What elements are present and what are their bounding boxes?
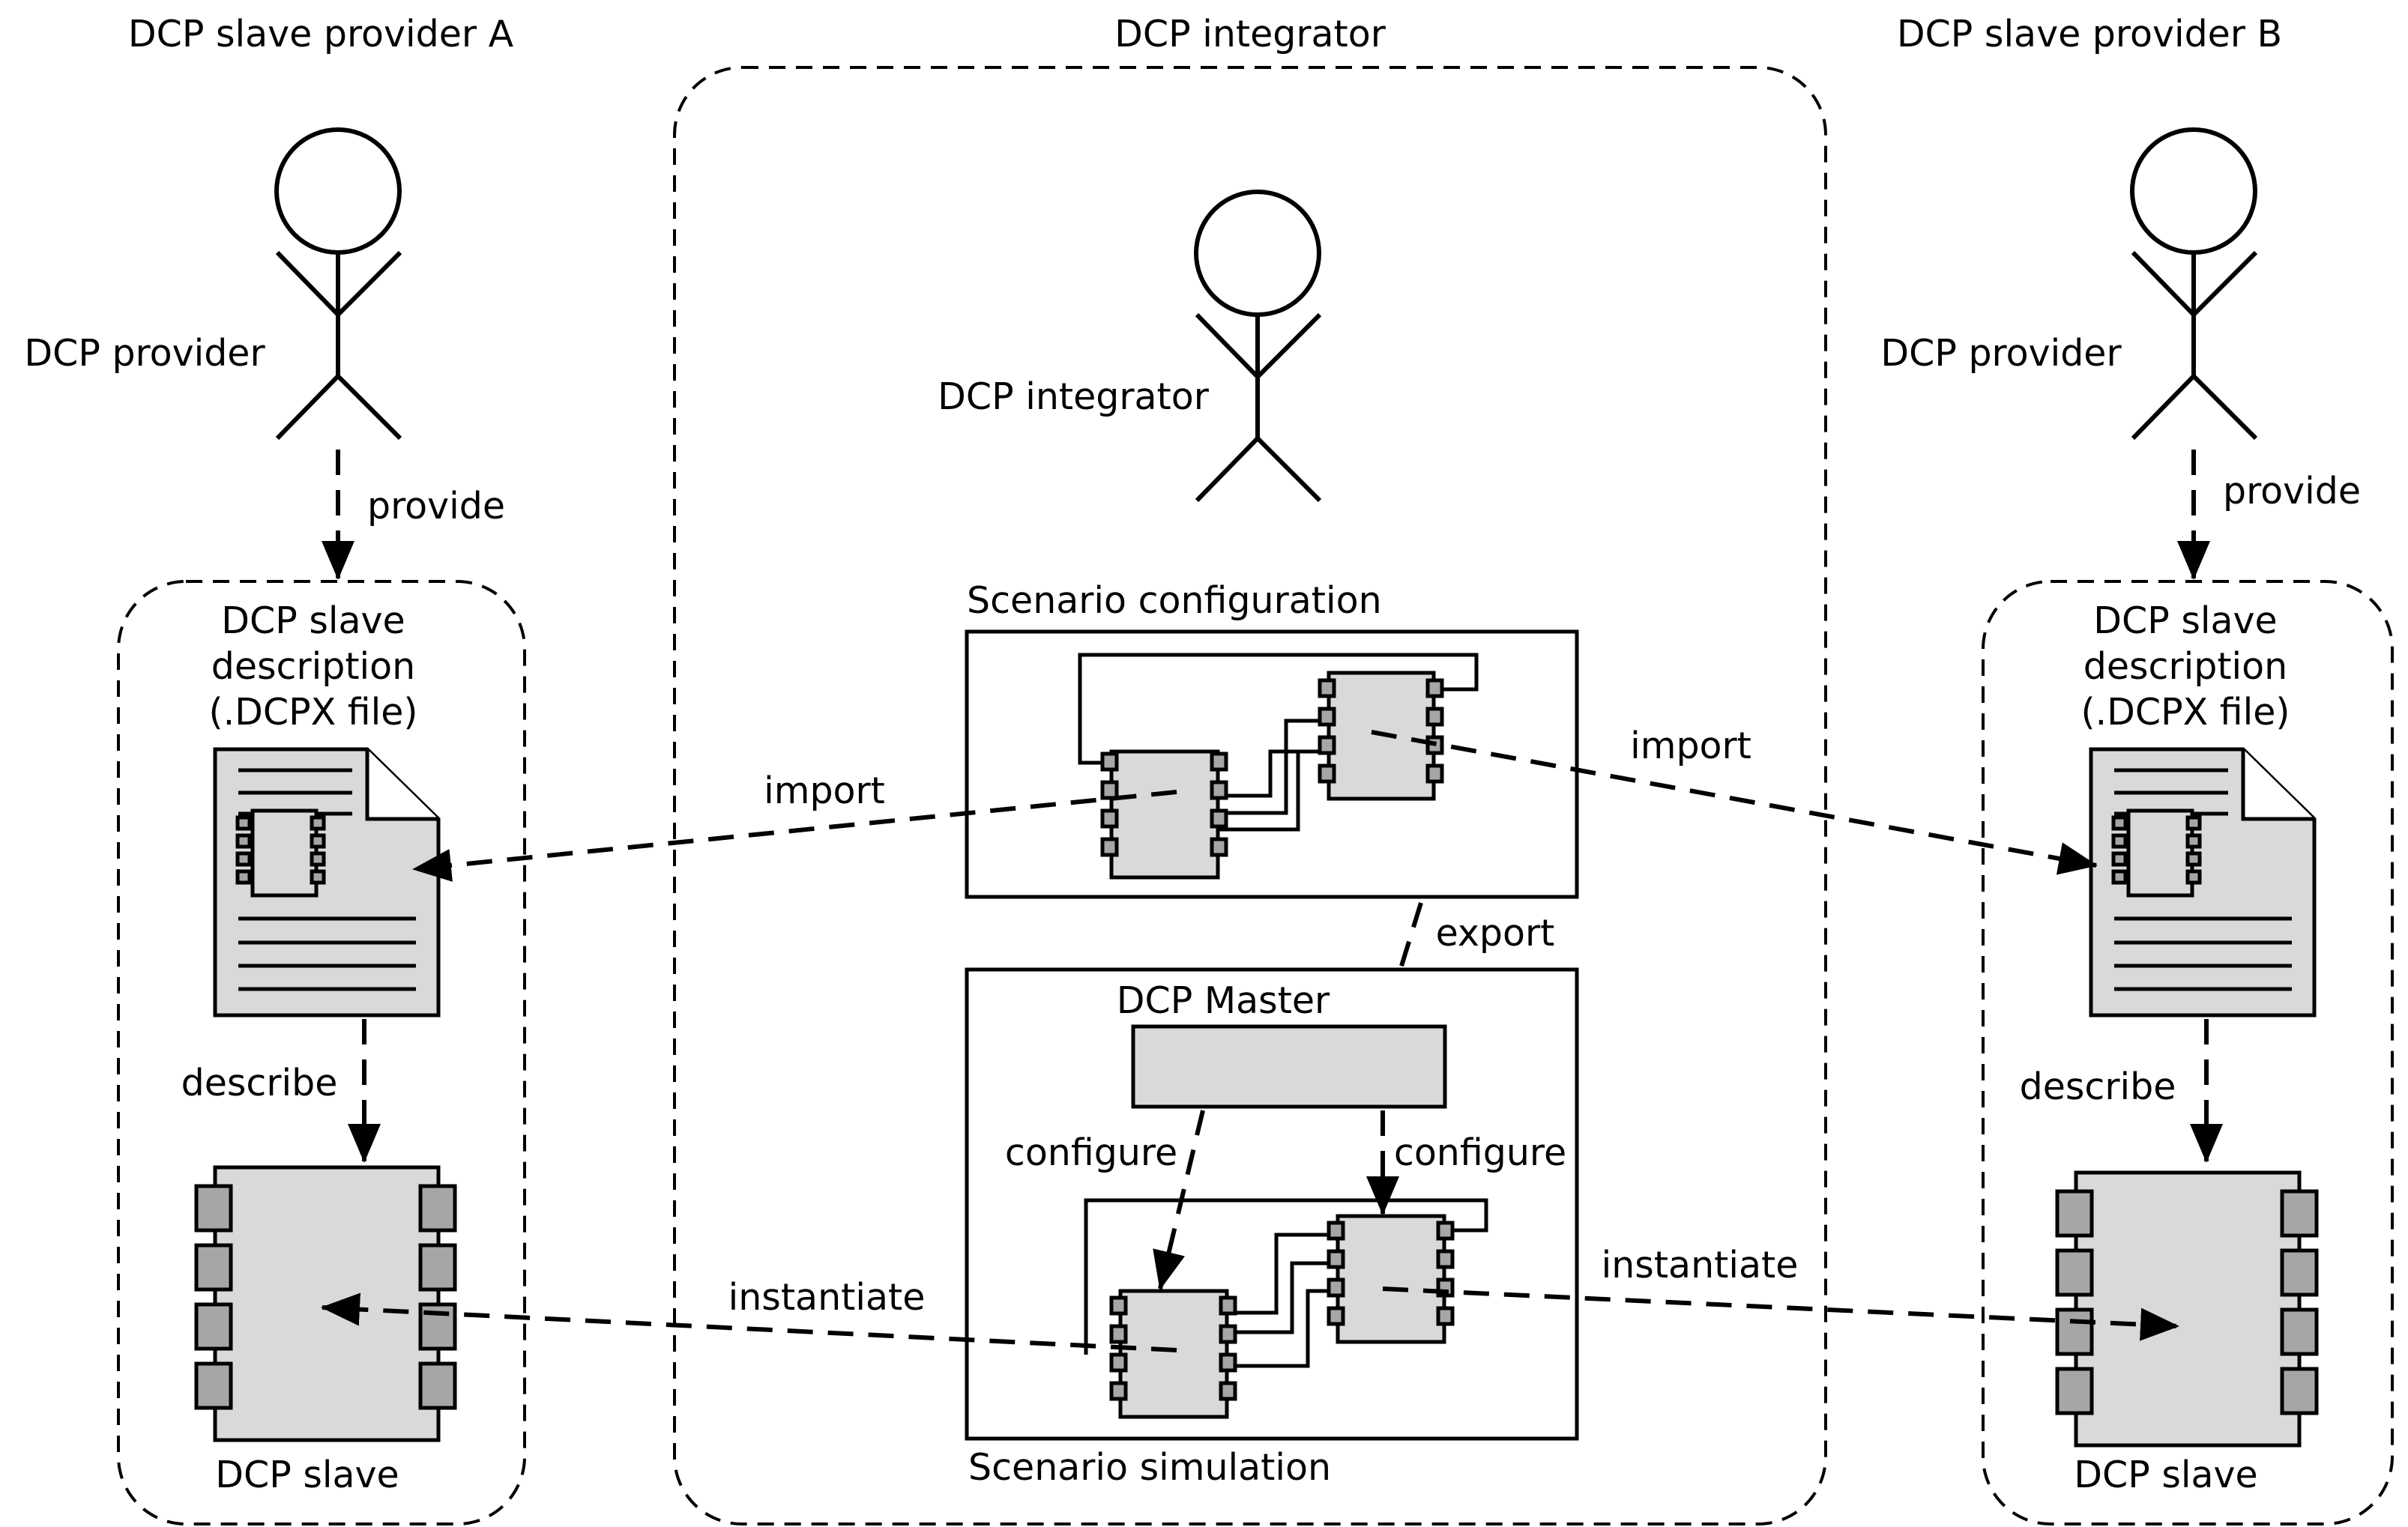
slave-b-description-line2: description bbox=[2083, 645, 2287, 688]
slave-b-description-line1: DCP slave bbox=[2093, 599, 2277, 642]
describe-a-label: describe bbox=[181, 1062, 338, 1104]
dcp-slave-b-label: DCP slave bbox=[2074, 1454, 2257, 1496]
export-arrow bbox=[1377, 902, 1423, 1028]
actor-integrator-label: DCP integrator bbox=[938, 375, 1210, 418]
actor-integrator-icon bbox=[1194, 190, 1322, 503]
dcp-slave-a-icon bbox=[194, 1165, 457, 1442]
configure-left-label: configure bbox=[1005, 1131, 1177, 1174]
instantiate-b-arrow bbox=[1382, 1286, 2179, 1341]
export-label: export bbox=[1436, 912, 1555, 955]
slave-a-description-line2: description bbox=[211, 645, 415, 688]
dcpx-file-b-icon bbox=[2089, 747, 2317, 1018]
actor-provider-b-label: DCP provider bbox=[1880, 332, 2122, 375]
describe-b-label: describe bbox=[2020, 1065, 2176, 1108]
instantiate-a-label: instantiate bbox=[728, 1276, 926, 1319]
configure-right-label: configure bbox=[1394, 1131, 1566, 1174]
dcp-master-box bbox=[1131, 1024, 1447, 1109]
import-b-arrow bbox=[1371, 730, 2098, 875]
slave-group-b-region bbox=[1982, 580, 2394, 1526]
slave-a-description-line1: DCP slave bbox=[221, 599, 405, 642]
instantiate-b-label: instantiate bbox=[1602, 1244, 1799, 1286]
provide-b-label: provide bbox=[2223, 470, 2361, 512]
dcp-slave-b-icon bbox=[2055, 1170, 2319, 1448]
slave-group-a-region bbox=[117, 580, 526, 1526]
import-b-label: import bbox=[1630, 725, 1751, 767]
dcp-master-label: DCP Master bbox=[1117, 979, 1330, 1022]
scenario-configuration-label: Scenario configuration bbox=[967, 579, 1382, 622]
import-a-label: import bbox=[764, 769, 885, 812]
configure-left-arrow bbox=[1153, 1110, 1205, 1290]
slave-a-description-line3: (.DCPX file) bbox=[208, 691, 417, 734]
actor-provider-b-icon bbox=[2130, 127, 2258, 441]
actor-provider-a-icon bbox=[274, 127, 402, 441]
provider-b-title: DCP slave provider B bbox=[1897, 13, 2282, 55]
import-a-arrow bbox=[412, 790, 1177, 882]
dcp-slave-a-label: DCP slave bbox=[215, 1454, 399, 1496]
integrator-title: DCP integrator bbox=[1114, 13, 1386, 55]
integrator-region bbox=[673, 66, 1827, 1526]
instantiate-a-arrow bbox=[321, 1292, 1177, 1352]
scenario-simulation-label: Scenario simulation bbox=[968, 1446, 1331, 1489]
provider-a-title: DCP slave provider A bbox=[128, 13, 514, 55]
slave-b-description-line3: (.DCPX file) bbox=[2080, 691, 2290, 734]
dcpx-file-a-icon bbox=[213, 747, 441, 1018]
provide-a-label: provide bbox=[367, 485, 505, 527]
simulation-network-icon bbox=[1084, 1198, 1488, 1419]
actor-provider-a-label: DCP provider bbox=[24, 332, 265, 375]
